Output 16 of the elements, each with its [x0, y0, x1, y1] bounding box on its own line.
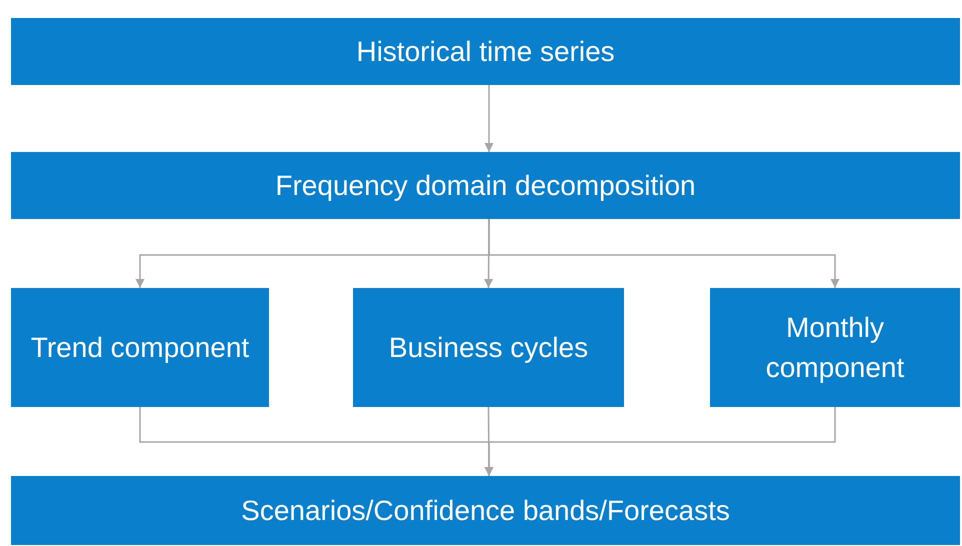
process-box [11, 288, 269, 407]
box-label: Monthly component [764, 310, 906, 385]
box-label: Business cycles [388, 330, 588, 365]
process-box [710, 288, 960, 407]
process-box [11, 476, 960, 545]
box-label: Frequency domain decomposition [275, 168, 696, 203]
box-label: Scenarios/Confidence bands/Forecasts [241, 494, 730, 528]
arrow [484, 407, 836, 476]
process-box [11, 18, 960, 85]
arrow [484, 85, 494, 152]
arrow [484, 219, 494, 288]
box-label: Historical time series [356, 34, 615, 68]
arrow [488, 219, 840, 288]
box-label: Trend component [30, 330, 250, 365]
process-box [11, 152, 960, 219]
process-box [353, 288, 624, 407]
